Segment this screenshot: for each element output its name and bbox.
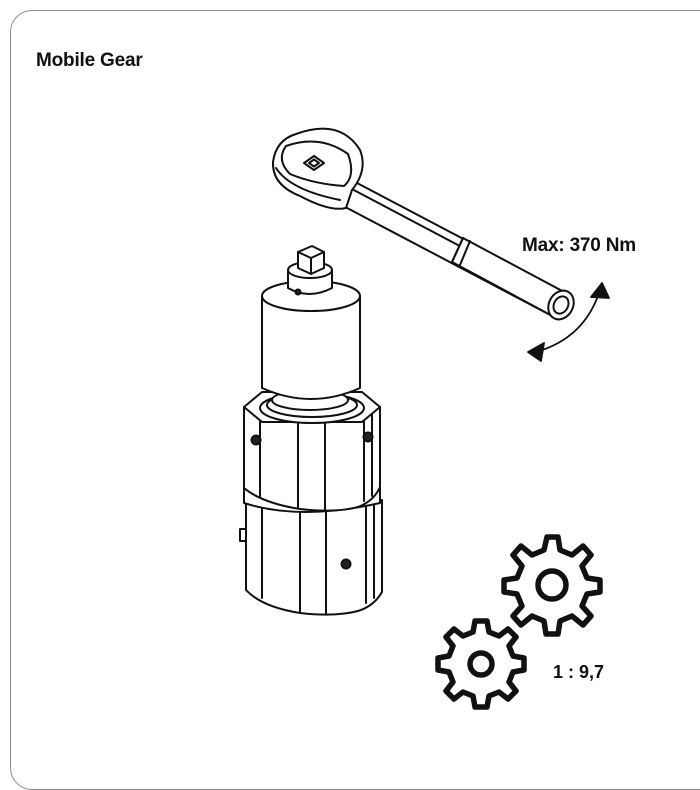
large-gear-icon [501, 534, 603, 637]
diagram-illustration [239, 127, 610, 710]
small-gear-icon [435, 618, 527, 710]
gearbox-icon [239, 245, 383, 616]
ratchet-wrench-icon [271, 127, 575, 321]
rotation-arrow-icon [527, 282, 610, 362]
max-torque-label: Max: 370 Nm [522, 235, 636, 256]
page-title: Mobile Gear [36, 50, 143, 71]
gears-icon [435, 534, 603, 710]
gear-ratio-label: 1 : 9,7 [553, 662, 605, 682]
